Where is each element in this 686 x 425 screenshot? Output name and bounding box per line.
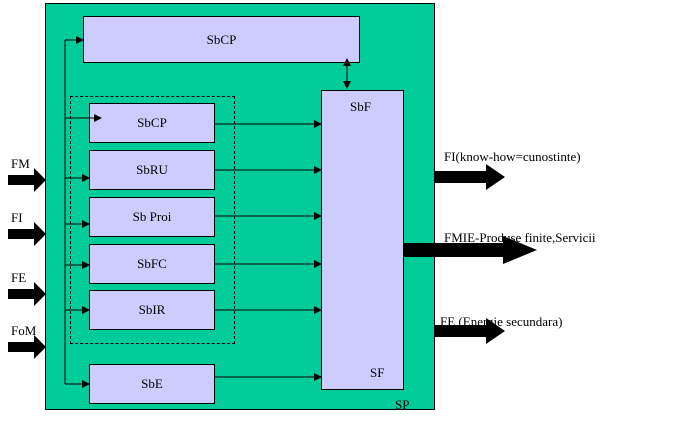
top-box-label: SbCP [206, 31, 237, 47]
system-label: SP [395, 397, 410, 412]
box-sbf: SbF SF [321, 90, 404, 390]
box-sbfc: SbFC [89, 244, 215, 284]
output-label-fmie: FMIE-Produse finite,Servicii [444, 230, 596, 245]
input-arrow-fe [8, 282, 46, 306]
input-label-fm: FM [11, 156, 30, 171]
box-sbf-bottom-label: SF [370, 365, 385, 380]
box-sbe-label: SbE [141, 376, 163, 391]
output-arrow-fmie [404, 236, 537, 264]
input-label-fe: FE [11, 270, 27, 285]
subsystem-group [70, 96, 235, 344]
box-sbcp: SbCP [89, 103, 215, 143]
output-arrow-fi [435, 164, 505, 190]
output-label-fe: FE (Energie secundara) [440, 314, 563, 329]
output-label-fi: FI(know-how=cunostinte) [444, 149, 581, 164]
box-sbe: SbE [89, 364, 215, 404]
box-sbproi: Sb Proi [89, 197, 215, 237]
box-sbfc-label: SbFC [137, 256, 167, 271]
box-sbir-label: SbIR [138, 302, 166, 317]
box-sbproi-label: Sb Proi [132, 209, 172, 224]
input-arrow-fom [8, 335, 46, 359]
input-arrow-fi [8, 222, 46, 246]
input-label-fi: FI [11, 210, 23, 225]
output-arrow-fe [435, 318, 505, 344]
box-sbf-top-label: SbF [350, 99, 371, 114]
box-sbcp-label: SbCP [137, 115, 167, 130]
box-sbru-label: SbRU [136, 162, 168, 177]
top-box-sbcp: SbCP [83, 16, 360, 63]
box-sbir: SbIR [89, 290, 215, 330]
box-sbru: SbRU [89, 150, 215, 190]
input-arrow-fm [8, 168, 46, 192]
input-label-fom: FoM [11, 323, 37, 338]
